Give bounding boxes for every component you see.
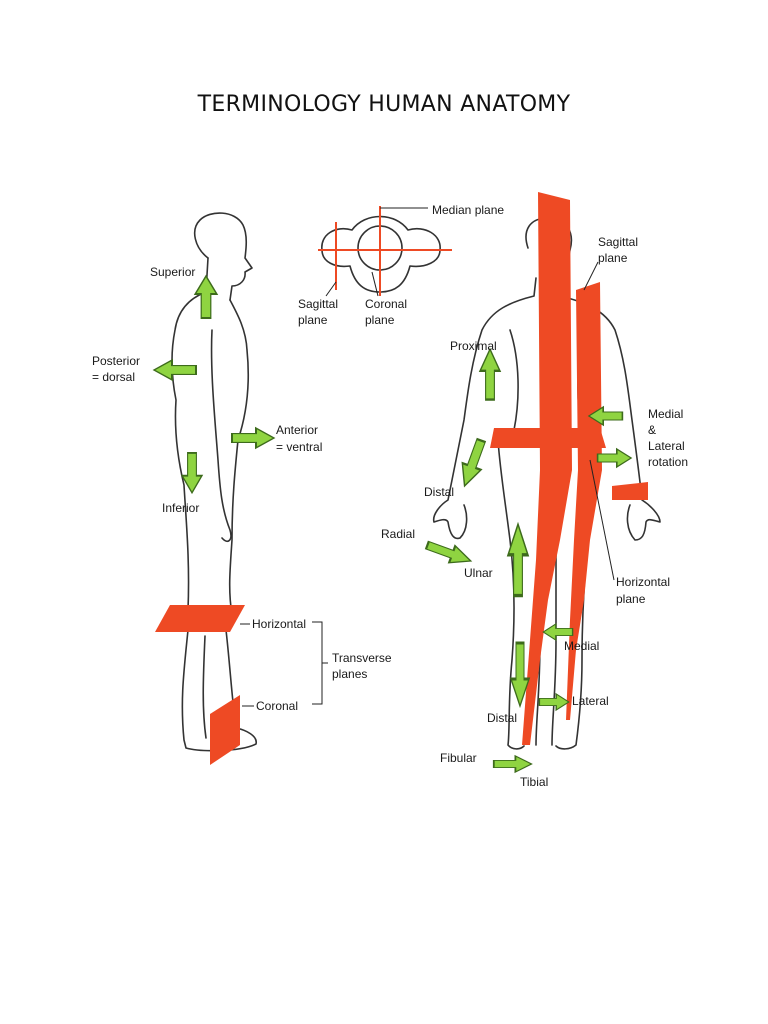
label-median-plane: Median plane [432, 203, 504, 217]
label-radial: Radial [381, 527, 415, 541]
radial-ulnar-arrow [423, 535, 475, 571]
fibular-tibial-arrow [492, 755, 533, 773]
superior-arrow [194, 275, 218, 319]
label-head-sagittal-2: plane [298, 313, 328, 327]
coronal-plane-shape [210, 695, 240, 765]
horizontal-plane-shape [155, 605, 245, 632]
label-head-coronal-1: Coronal [365, 297, 407, 311]
label-medial-rot-3: Lateral [648, 439, 685, 453]
label-horizontal-plane-1: Horizontal [616, 575, 670, 589]
label-lateral: Lateral [572, 694, 609, 708]
label-medial-rot-2: & [648, 423, 656, 437]
transverse-bracket [312, 621, 328, 705]
head-sagittal-leader [325, 281, 337, 297]
label-distal-leg: Distal [487, 711, 517, 725]
medial-rotation-arrow-2 [596, 448, 633, 468]
horizontal-plane-torso [490, 428, 606, 448]
label-medial: Medial [564, 639, 599, 653]
sagittal-leader [583, 261, 599, 291]
label-proximal: Proximal [450, 339, 497, 353]
label-superior: Superior [150, 265, 195, 279]
label-sagittal-1: Sagittal [598, 235, 638, 249]
distal-arm-arrow [454, 436, 492, 491]
label-head-coronal-2: plane [365, 313, 395, 327]
label-anterior-1: Anterior [276, 423, 318, 437]
median-plane-shape [522, 192, 572, 745]
label-posterior-1: Posterior [92, 354, 140, 368]
label-head-sagittal-1: Sagittal [298, 297, 338, 311]
label-tibial: Tibial [520, 775, 548, 789]
label-horizontal-plane-2: plane [616, 592, 646, 606]
label-fibular: Fibular [440, 751, 477, 765]
head-coronal-leader [371, 271, 379, 297]
label-ulnar: Ulnar [464, 566, 493, 580]
label-sagittal-2: plane [598, 251, 628, 265]
proximal-arrow [478, 348, 502, 401]
page-title: TERMINOLOGY HUMAN ANATOMY [197, 92, 571, 117]
label-transverse-2: planes [332, 667, 367, 681]
posterior-arrow [153, 359, 197, 381]
horizontal-plane-leader [589, 459, 615, 581]
leg-proximal-arrow [506, 522, 530, 598]
label-inferior: Inferior [162, 501, 199, 515]
wrist-plane [612, 482, 648, 500]
label-medial-rot-4: rotation [648, 455, 688, 469]
label-transverse-1: Transverse [332, 651, 392, 665]
medial-arrow [542, 623, 574, 641]
sagittal-plane-shape [566, 282, 602, 720]
label-medial-rot-1: Medial [648, 407, 683, 421]
inferior-arrow [181, 451, 203, 494]
label-coronal: Coronal [256, 699, 298, 713]
label-distal-arm: Distal [424, 485, 454, 499]
label-anterior-2: = ventral [276, 440, 322, 454]
label-horizontal: Horizontal [252, 617, 306, 631]
label-posterior-2: = dorsal [92, 370, 135, 384]
